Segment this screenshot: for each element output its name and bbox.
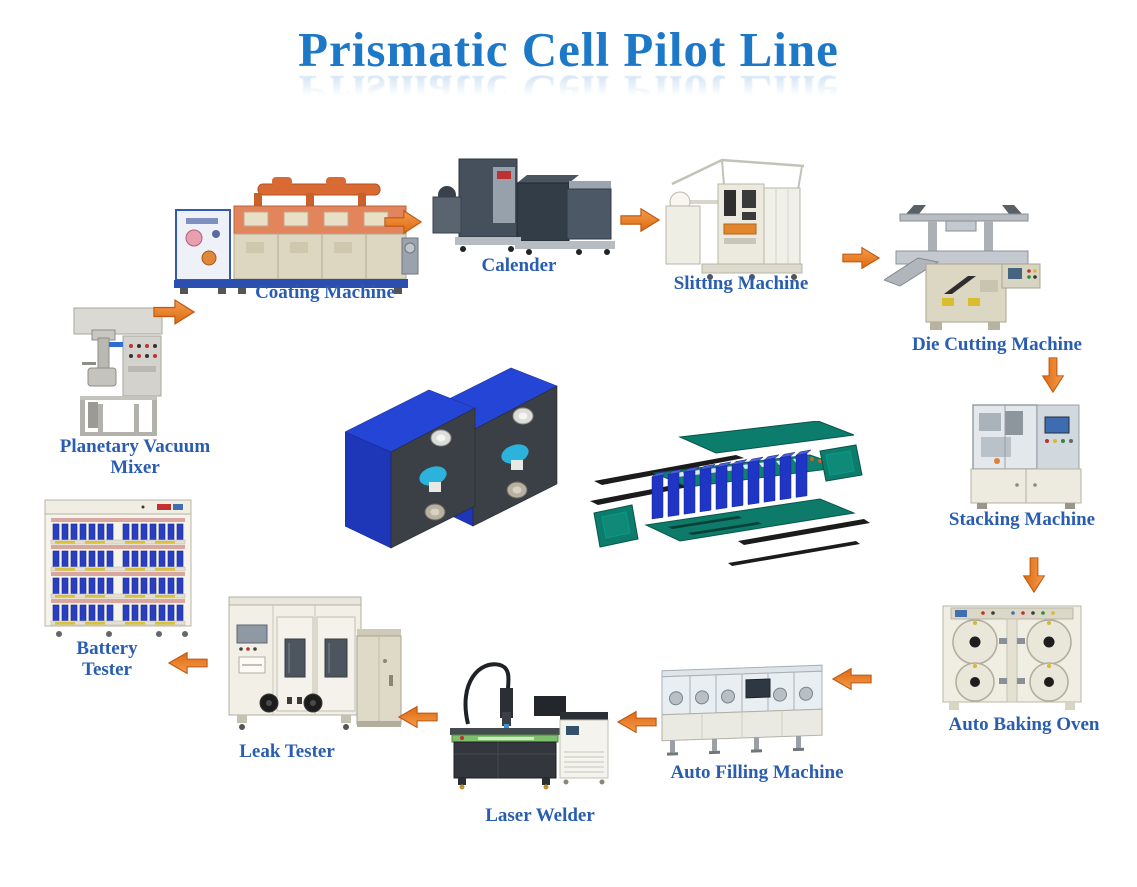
battery-tester-image [44, 499, 192, 637]
arrow-die-cutting-to-stacking [1040, 357, 1066, 393]
calender-label: Calender [481, 255, 557, 276]
arrow-baking-to-filling [832, 666, 872, 692]
arrow-slitting-to-die-cutting [842, 245, 880, 271]
arrow-leak-to-battery-tester [168, 650, 208, 676]
auto-filling-machine-image [661, 664, 823, 756]
auto-baking-oven-label: Auto Baking Oven [948, 714, 1100, 735]
arrow-laser-to-leak [398, 704, 438, 730]
leak-tester-label: Leak Tester [239, 741, 335, 762]
battery-module-exploded-image [590, 421, 870, 566]
arrow-stacking-to-baking [1021, 557, 1047, 593]
arrow-filling-to-laser [617, 709, 657, 735]
leak-tester-image [228, 596, 402, 730]
arrow-calender-to-slitting [620, 206, 660, 234]
coating-machine-image [174, 177, 419, 294]
arrow-coating-to-calender [384, 208, 422, 236]
die-cutting-machine-image [884, 205, 1041, 330]
coating-machine-label: Coating Machine [255, 282, 395, 303]
arrow-mixer-to-coating [153, 297, 195, 327]
stacking-machine-label: Stacking Machine [948, 509, 1096, 530]
title-block: Prismatic Cell Pilot Line Prismatic Cell… [0, 24, 1137, 110]
calender-image [432, 158, 615, 255]
planetary-vacuum-mixer-image [73, 307, 163, 436]
planetary-vacuum-mixer-label: Planetary Vacuum Mixer [59, 436, 211, 478]
laser-welder-label: Laser Welder [485, 805, 595, 826]
slitting-machine-label: Slitting Machine [673, 273, 809, 294]
prismatic-cells-image [345, 367, 558, 549]
slitting-machine-image [665, 158, 805, 280]
stacking-machine-image [970, 404, 1082, 509]
auto-filling-machine-label: Auto Filling Machine [670, 762, 844, 783]
die-cutting-machine-label: Die Cutting Machine [912, 334, 1082, 355]
battery-tester-label: Battery Tester [76, 638, 138, 680]
page-title-reflection: Prismatic Cell Pilot Line [298, 75, 839, 106]
page-title: Prismatic Cell Pilot Line [298, 22, 839, 77]
auto-baking-oven-image [942, 605, 1082, 710]
laser-welder-image [450, 662, 609, 790]
